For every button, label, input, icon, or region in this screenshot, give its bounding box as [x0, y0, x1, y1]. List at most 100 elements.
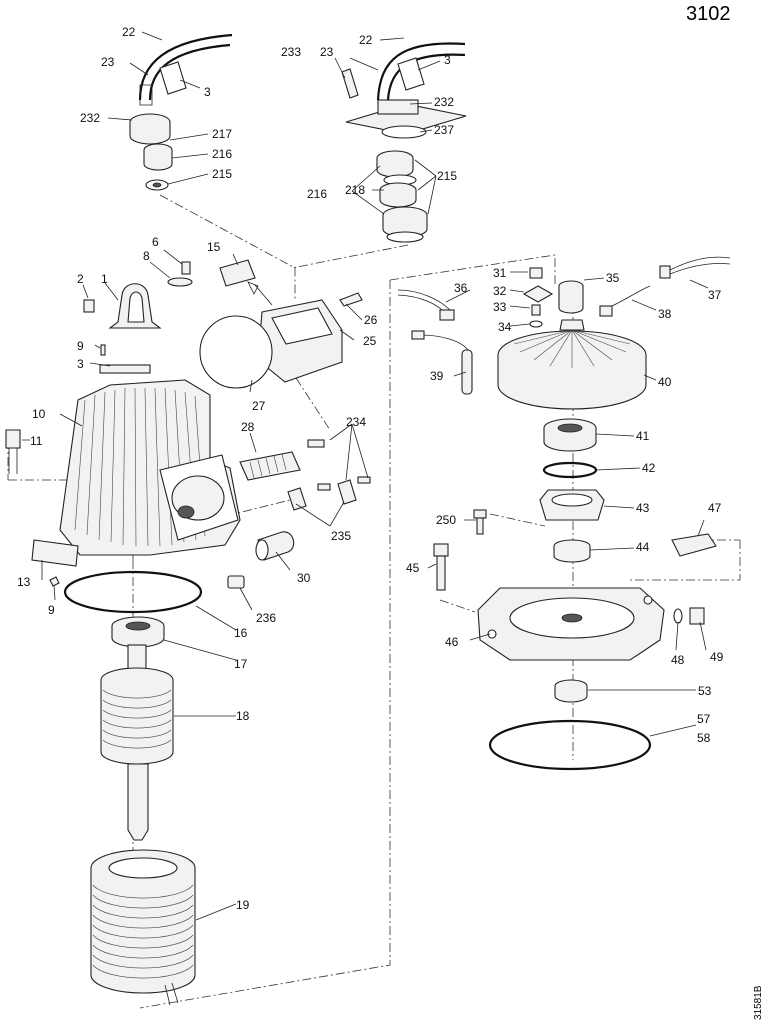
o-ring-42 — [542, 461, 598, 479]
callout: 23 — [320, 45, 334, 59]
callout: 49 — [710, 650, 724, 664]
terminal-brackets — [287, 476, 371, 511]
small-parts-left — [5, 259, 256, 474]
callout: 236 — [256, 611, 276, 625]
callout: 57 — [697, 712, 711, 726]
stator-19 — [90, 849, 196, 1006]
lifting-handle — [108, 283, 162, 329]
callout: 31 — [493, 266, 507, 280]
bolt-45 — [433, 543, 449, 591]
callout: 16 — [234, 626, 248, 640]
plug-48-49 — [673, 607, 705, 625]
callout: 232 — [80, 111, 100, 125]
callout: 9 — [77, 339, 84, 353]
callout: 37 — [708, 288, 722, 302]
callout: 22 — [122, 25, 136, 39]
callout: 48 — [671, 653, 685, 667]
callout: 1 — [101, 272, 108, 286]
callout: 43 — [636, 501, 650, 515]
callout: 13 — [17, 575, 31, 589]
callout: 6 — [152, 235, 159, 249]
o-ring-16 — [63, 570, 203, 614]
callout: 23 — [101, 55, 115, 69]
callout: 22 — [359, 33, 373, 47]
cable-37-38 — [599, 256, 731, 317]
sensor-39 — [461, 349, 473, 395]
cable-gland-28 — [239, 439, 325, 481]
motor-housing — [59, 364, 241, 556]
cover-plate — [199, 281, 343, 389]
callout: 40 — [658, 375, 672, 389]
callout: 33 — [493, 300, 507, 314]
callout: 30 — [297, 571, 311, 585]
screw-26 — [339, 292, 363, 307]
callout: 10 — [32, 407, 46, 421]
callout: 9 — [48, 603, 55, 617]
small-parts-right — [522, 267, 554, 328]
bearing-holder-43 — [539, 489, 605, 521]
callout: 3 — [444, 53, 451, 67]
callout: 218 — [345, 183, 365, 197]
callout: 53 — [698, 684, 712, 698]
callout: 39 — [430, 369, 444, 383]
callout: 46 — [445, 635, 459, 649]
rotor-18 — [100, 644, 174, 841]
seal-53 — [554, 679, 588, 703]
callout: 32 — [493, 284, 507, 298]
callout: 26 — [364, 313, 378, 327]
screw-250 — [473, 509, 487, 535]
callout: 11 — [30, 434, 43, 448]
callout: 19 — [236, 898, 250, 912]
callout: 3 — [204, 85, 211, 99]
reference-code: 31581B — [753, 985, 764, 1020]
callout: 215 — [437, 169, 457, 183]
label-plate — [31, 539, 79, 587]
cable-entry-left — [129, 33, 233, 191]
cap-35 — [558, 280, 584, 314]
callout: 58 — [697, 731, 711, 745]
seal-44 — [553, 539, 591, 563]
callout: 235 — [331, 529, 351, 543]
callout: 44 — [636, 540, 650, 554]
cable-entry-middle — [341, 42, 467, 243]
callout: 17 — [234, 657, 248, 671]
callout: 38 — [658, 307, 672, 321]
callout: 2 — [77, 272, 84, 286]
callout: 216 — [212, 147, 232, 161]
callout: 15 — [207, 240, 221, 254]
callout: 232 — [434, 95, 454, 109]
callout: 27 — [252, 399, 266, 413]
callout-labels: 3102 22 23 3 232 217 216 215 233 23 22 3… — [17, 3, 764, 1020]
bearing-41 — [543, 418, 597, 452]
drawing-number: 3102 — [686, 3, 731, 25]
callout: 41 — [636, 429, 650, 443]
callout: 47 — [708, 501, 722, 515]
cable-36 — [397, 289, 469, 351]
plug-236 — [227, 575, 245, 589]
callout: 217 — [212, 127, 232, 141]
callout: 25 — [363, 334, 377, 348]
callout: 35 — [606, 271, 620, 285]
callout: 234 — [346, 415, 366, 429]
fan-cover-40 — [497, 319, 647, 410]
cable-clip-47 — [671, 533, 717, 557]
leader-lines — [22, 31, 709, 921]
callout: 34 — [498, 320, 512, 334]
callout: 233 — [281, 45, 301, 59]
callout: 28 — [241, 420, 255, 434]
callout: 3 — [77, 357, 84, 371]
callout: 250 — [436, 513, 456, 527]
callout: 18 — [236, 709, 250, 723]
callout: 36 — [454, 281, 468, 295]
callout: 45 — [406, 561, 420, 575]
bearing-17 — [111, 616, 165, 648]
end-shield-46 — [477, 587, 665, 661]
callout: 42 — [642, 461, 656, 475]
o-ring-57 — [488, 719, 652, 771]
callout: 215 — [212, 167, 232, 181]
callout: 8 — [143, 249, 150, 263]
callout: 237 — [434, 123, 454, 137]
capacitor-30 — [255, 531, 295, 561]
callout: 216 — [307, 187, 327, 201]
